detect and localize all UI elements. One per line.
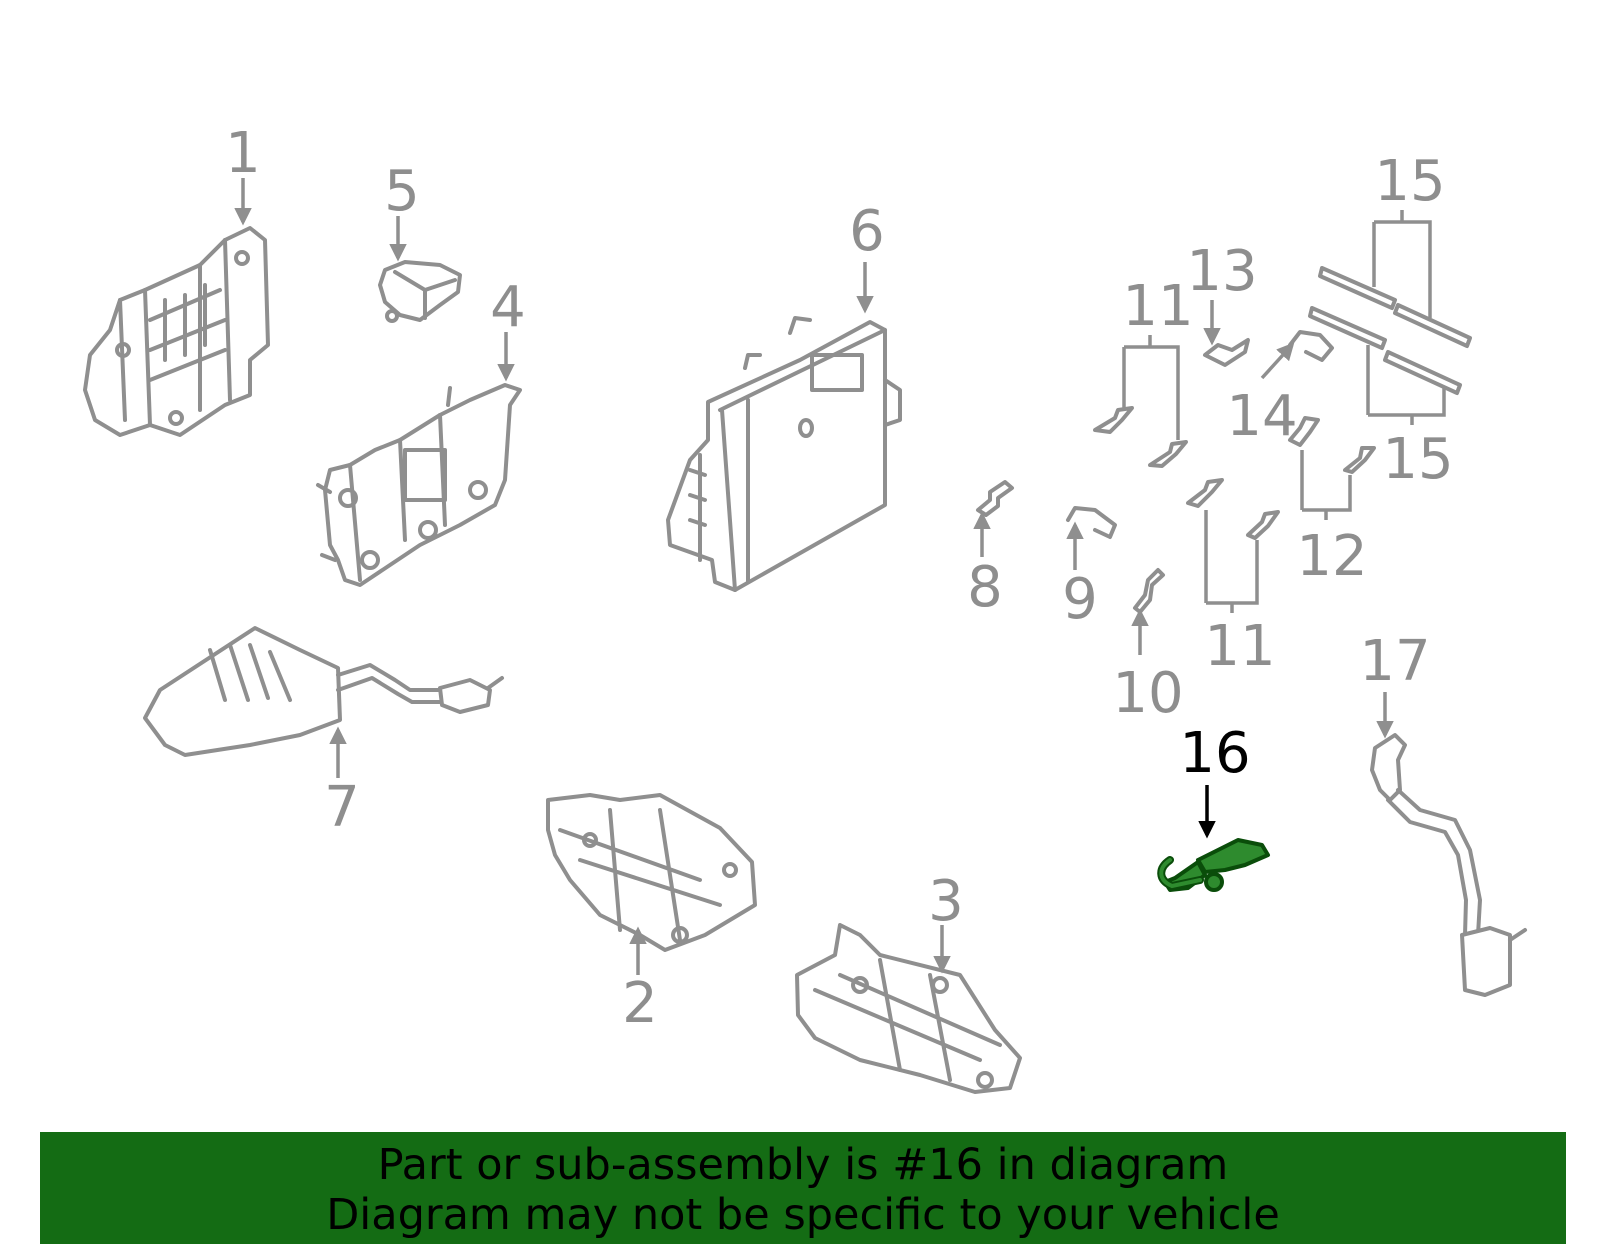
part-14-clip: [1288, 330, 1334, 362]
part-10-clip: [1133, 568, 1165, 614]
part-5-sensor: [378, 260, 462, 323]
part-15-rails: [1308, 266, 1472, 395]
callout-10: 10: [1112, 661, 1183, 726]
part-11-clips-upper: [1093, 406, 1188, 468]
callout-16-highlighted: 16: [1179, 721, 1250, 786]
callout-17: 17: [1359, 629, 1430, 694]
part-9-clip: [1066, 506, 1117, 539]
callout-13: 13: [1186, 239, 1257, 304]
callout-11-upper: 11: [1122, 274, 1193, 339]
banner-line-2: Diagram may not be specific to your vehi…: [326, 1190, 1280, 1240]
callout-9: 9: [1062, 567, 1098, 632]
banner-line-1: Part or sub-assembly is #16 in diagram: [377, 1140, 1229, 1190]
callout-14: 14: [1226, 384, 1297, 449]
callout-2: 2: [622, 971, 658, 1036]
part-7-harness: [143, 626, 504, 757]
part-2-lower-bracket: [546, 793, 757, 952]
callout-8: 8: [967, 555, 1003, 620]
callout-12: 12: [1296, 524, 1367, 589]
part-12-clips: [1288, 416, 1376, 474]
callout-1: 1: [225, 121, 261, 186]
part-13-clip: [1203, 338, 1250, 367]
part-8-clip: [976, 480, 1014, 517]
callout-15-upper: 15: [1374, 149, 1445, 214]
callout-4: 4: [490, 275, 526, 340]
part-4-bracket: [316, 383, 522, 587]
callout-7: 7: [324, 775, 360, 840]
callout-6: 6: [849, 199, 885, 264]
part-1-fuse-box: [83, 226, 270, 437]
part-17-cable: [1370, 733, 1527, 997]
callout-5: 5: [384, 159, 420, 224]
part-6-control-module: [666, 316, 902, 592]
info-banner: Part or sub-assembly is #16 in diagram D…: [40, 1132, 1566, 1244]
callout-3: 3: [928, 869, 964, 934]
callout-15-lower: 15: [1382, 427, 1453, 492]
part-3-base-tray: [795, 923, 1022, 1094]
part-11-clips-lower: [1186, 478, 1280, 540]
callout-11-lower: 11: [1204, 614, 1275, 679]
part-16-highlighted-cable: [1157, 838, 1270, 892]
